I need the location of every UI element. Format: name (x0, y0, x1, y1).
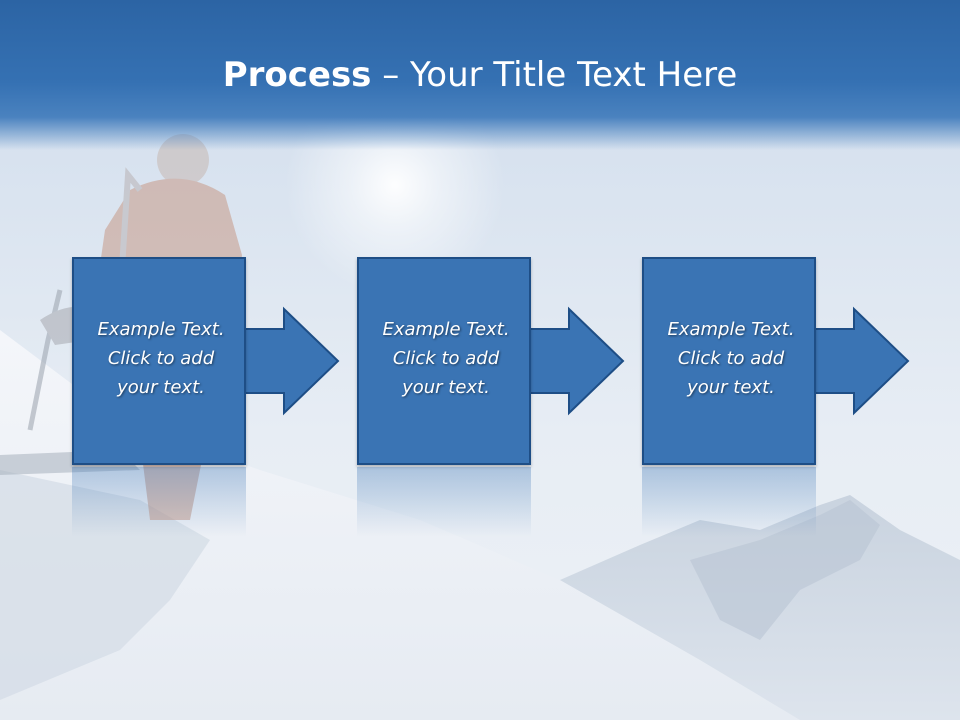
title-bar (0, 0, 960, 150)
snow-shadow (0, 470, 210, 700)
step-box[interactable]: Example Text. Click to add your text. (642, 257, 816, 465)
step-reflection (642, 467, 816, 537)
step-text[interactable]: Example Text. Click to add your text. (667, 319, 795, 398)
arrow-right-icon (811, 306, 910, 416)
step-box[interactable]: Example Text. Click to add your text. (72, 257, 246, 465)
process-step-2[interactable]: Example Text. Click to add your text. (357, 257, 627, 537)
step-box[interactable]: Example Text. Click to add your text. (357, 257, 531, 465)
process-step-1[interactable]: Example Text. Click to add your text. (72, 257, 342, 537)
arrow-right-icon (241, 306, 340, 416)
page-title[interactable]: Process – Your Title Text Here (0, 52, 960, 98)
snow-slope (0, 330, 800, 720)
step-reflection (357, 467, 531, 537)
mountain-ridge (690, 500, 880, 640)
title-bold: Process (222, 55, 372, 95)
process-step-3[interactable]: Example Text. Click to add your text. (642, 257, 912, 537)
step-text[interactable]: Example Text. Click to add your text. (97, 319, 225, 398)
arrow-right-icon (526, 306, 625, 416)
title-rest: – Your Title Text Here (371, 55, 738, 95)
step-reflection (72, 467, 246, 537)
step-text[interactable]: Example Text. Click to add your text. (382, 319, 510, 398)
